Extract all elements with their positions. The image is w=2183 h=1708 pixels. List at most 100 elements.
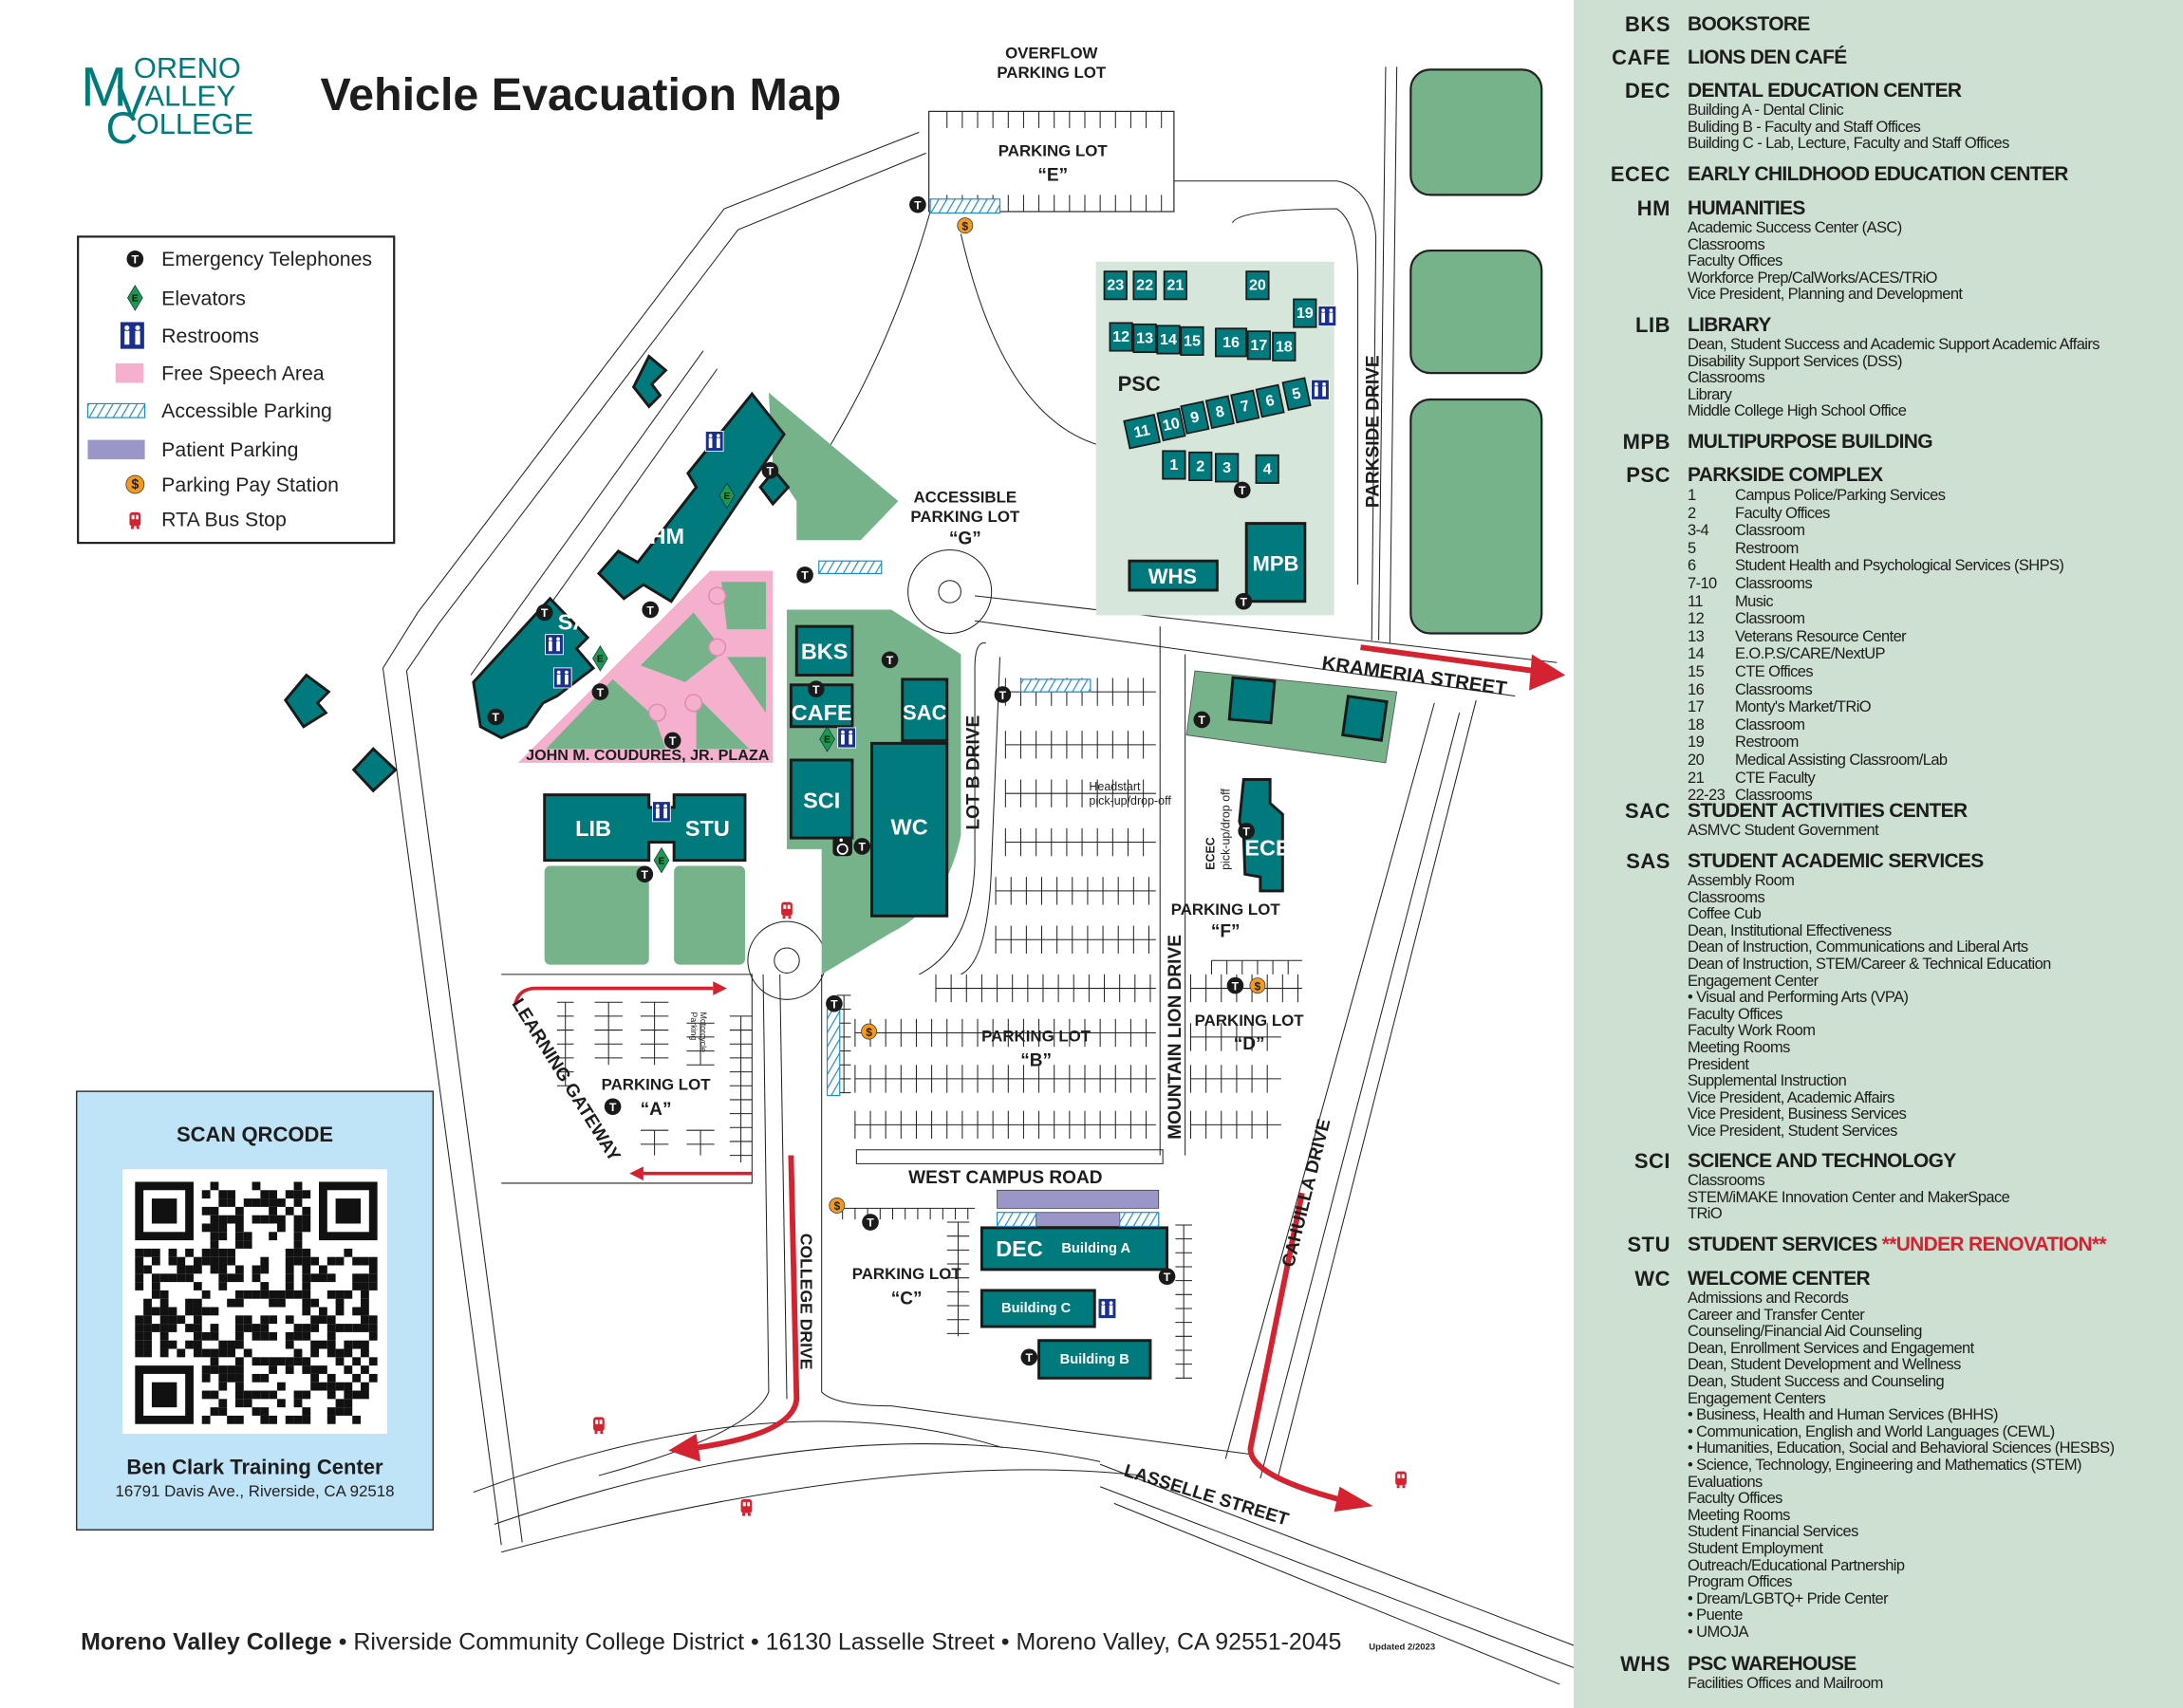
lot-e-letter: “E”	[1037, 166, 1068, 186]
svg-text:T: T	[493, 711, 500, 724]
qr-code[interactable]	[135, 1181, 378, 1424]
accessible-parking-swatch	[86, 402, 146, 418]
psc-unit-number: 2	[1196, 457, 1204, 474]
college-logo: M ORENO V ALLEY C OLLEGE	[81, 51, 253, 153]
evacuation-routes	[513, 644, 1536, 1504]
building-name: STUDENT SERVICES **UNDER RENOVATION**	[1688, 1233, 2181, 1256]
directory-line: • Humanities, Education, Social and Beha…	[1688, 1439, 2115, 1457]
directory-line: Disability Support Services (DSS)	[1688, 352, 1903, 370]
footer-address: • Riverside Community College District •…	[332, 1628, 1342, 1655]
unit-description: CTE Faculty	[1735, 769, 1816, 787]
lot-a-label: PARKING LOT	[602, 1076, 712, 1094]
accessible-parking	[1019, 678, 1092, 693]
psc-unit: 15	[1180, 325, 1204, 356]
psc-unit: 20	[1245, 270, 1270, 301]
renovation-warning: **UNDER RENOVATION**	[1881, 1234, 2107, 1255]
psc-unit-number: 15	[1184, 332, 1201, 349]
psc-unit: 13	[1132, 323, 1157, 354]
directory-line: • Puente	[1688, 1606, 1743, 1624]
directory-line: Supplemental Instruction	[1688, 1072, 1847, 1090]
label-sci: SCI	[803, 789, 840, 813]
unit-number: 22-23	[1688, 787, 1726, 805]
psc-unit: 10	[1156, 407, 1186, 442]
label-ecec: ECEC	[1244, 835, 1306, 860]
lot-f-letter: “F”	[1211, 921, 1241, 941]
svg-text:T: T	[1239, 484, 1246, 497]
svg-text:T: T	[767, 465, 774, 478]
bus-stop-icon	[129, 511, 141, 529]
directory-line: Program Offices	[1688, 1573, 1793, 1591]
bus-stop-icon	[781, 901, 793, 919]
building-name-text: LIONS DEN CAFÉ	[1688, 46, 1847, 68]
lot-a-letter: “A”	[641, 1100, 672, 1120]
svg-text:$: $	[833, 1199, 840, 1213]
building-name-text: EARLY CHILDHOOD EDUCATION CENTER	[1688, 163, 2068, 185]
psc-unit: 6	[1255, 383, 1285, 418]
building-name: BOOKSTORE	[1688, 12, 2181, 36]
svg-text:$: $	[961, 219, 968, 232]
psc-unit-number: 19	[1297, 305, 1314, 322]
psc-unit: 18	[1272, 331, 1297, 362]
unit-number: 5	[1688, 539, 1696, 557]
directory-line: Classrooms	[1688, 235, 1765, 253]
psc-unit-number: 9	[1189, 408, 1202, 426]
unit-number: 6	[1688, 557, 1696, 575]
psc-unit-number: 4	[1263, 460, 1272, 477]
evac-arrow-college-drive	[696, 1155, 800, 1451]
directory-line: • Science, Technology, Engineering and M…	[1688, 1456, 2081, 1474]
elevator-icon: E	[819, 726, 835, 752]
roads	[382, 66, 1574, 1685]
psc-unit-number: 17	[1250, 337, 1267, 354]
building-name-text: DENTAL EDUCATION CENTER	[1688, 80, 1962, 102]
psc-unit: 1	[1162, 450, 1186, 480]
building-name-text: STUDENT ACADEMIC SERVICES	[1688, 850, 1984, 872]
building-abbreviation: WHS	[1620, 1652, 1670, 1676]
building-labels: HM SAS LIB STU BKS CAFE SCI SAC WC ECEC …	[558, 524, 1307, 1367]
svg-text:T: T	[132, 253, 140, 267]
directory-line: President	[1688, 1055, 1749, 1073]
emergency-telephone-icon: T	[1233, 481, 1251, 499]
lot-c-letter: “C”	[891, 1290, 923, 1309]
label-sac: SAC	[903, 701, 947, 725]
building-abbreviation: BKS	[1625, 12, 1670, 36]
svg-text:T: T	[646, 603, 654, 617]
unit-number: 15	[1688, 662, 1705, 680]
overflow-label: OVERFLOW	[1005, 45, 1097, 63]
parking-pay-station-icon: $	[1249, 977, 1266, 994]
directory-line: Library	[1688, 385, 1732, 403]
restroom-icon	[552, 667, 572, 689]
elevator-icon: E	[592, 645, 608, 672]
svg-text:T: T	[1026, 1351, 1034, 1365]
lot-d-label: PARKING LOT	[1195, 1012, 1305, 1030]
directory-line: Vice President, Planning and Development	[1688, 286, 1963, 304]
legend-label: RTA Bus Stop	[161, 509, 287, 531]
directory-line: Admissions and Records	[1688, 1290, 1849, 1307]
unit-description: Classrooms	[1735, 574, 1813, 592]
directory-line: Evaluations	[1688, 1473, 1763, 1491]
restroom-icon	[652, 801, 671, 823]
building-name: MULTIPURPOSE BUILDING	[1688, 430, 2181, 454]
label-dec-c: Building C	[1001, 1301, 1072, 1316]
directory-line: Buliding B - Faculty and Staff Offices	[1688, 118, 1921, 136]
lot-g-label: PARKING LOT	[910, 508, 1020, 526]
label-lib: LIB	[575, 816, 611, 841]
emergency-telephone-icon: T	[1238, 822, 1255, 840]
parking-pay-station-icon: $	[957, 217, 974, 234]
evac-arrow-krameria	[1360, 644, 1536, 674]
unit-description: Classrooms	[1735, 787, 1813, 805]
svg-text:$: $	[1255, 979, 1261, 993]
psc-unit-number: 20	[1249, 277, 1266, 294]
logo-line-2: ALLEY	[145, 79, 236, 112]
directory-line: Assembly Room	[1688, 872, 1795, 889]
